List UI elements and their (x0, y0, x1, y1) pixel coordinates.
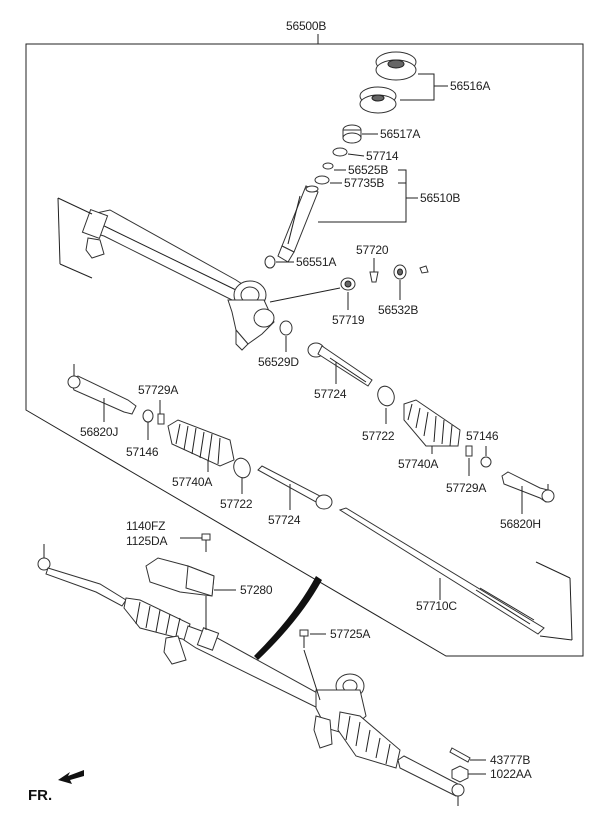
gear-assembly-lower (37, 544, 465, 806)
label-1140FZ: 1140FZ (126, 519, 165, 533)
part-56551A (264, 255, 294, 269)
label-56532B: 56532B (378, 303, 418, 317)
part-1140FZ-1125DA (180, 533, 211, 630)
label-57724-upper: 57724 (314, 387, 347, 401)
label-assembly: 56500B (286, 19, 326, 33)
part-57720 (369, 258, 379, 283)
label-57719: 57719 (332, 313, 365, 327)
label-1022AA: 1022AA (490, 767, 532, 781)
part-57725A (299, 629, 326, 701)
label-57740A-left: 57740A (172, 475, 212, 489)
part-57722-right (377, 385, 395, 424)
divider-arc (254, 576, 322, 660)
label-57729A-right: 57729A (446, 481, 486, 495)
label-57714: 57714 (366, 149, 399, 163)
label-56820H: 56820H (500, 517, 541, 531)
part-43777B-1022AA (449, 747, 486, 783)
label-57735B: 57735B (344, 176, 384, 190)
part-56525B-57735B (314, 162, 418, 223)
part-56820H (501, 471, 555, 514)
label-56516A: 56516A (450, 79, 490, 93)
label-57722-right: 57722 (362, 429, 395, 443)
part-56529D (279, 320, 293, 352)
part-56510B-pinion (277, 185, 319, 263)
part-57740A-right (403, 399, 461, 454)
part-56516A (359, 51, 448, 114)
label-1125DA: 1125DA (126, 534, 167, 548)
assembly-outline (25, 34, 584, 657)
part-57710C-rack (338, 507, 573, 641)
part-56820J (67, 364, 137, 422)
part-57146-left (142, 400, 165, 440)
part-56532B (393, 264, 429, 300)
label-43777B: 43777B (490, 753, 530, 767)
label-57146-left: 57146 (126, 445, 159, 459)
label-56510B: 56510B (420, 191, 460, 205)
label-57740A-right: 57740A (398, 457, 438, 471)
label-57280: 57280 (240, 583, 273, 597)
gear-housing-upper (57, 197, 275, 351)
label-56551A: 56551A (296, 255, 336, 269)
label-57710C: 57710C (416, 599, 457, 613)
part-57740A-left (167, 419, 235, 472)
label-57729A-left: 57729A (138, 383, 178, 397)
labels: 56500B 56516A 56517A 57714 56525B 57735B… (28, 19, 541, 804)
label-57722-left: 57722 (220, 497, 253, 511)
label-56529D: 56529D (258, 355, 299, 369)
part-56517A (342, 124, 378, 144)
label-56525B: 56525B (348, 163, 388, 177)
label-57146-right: 57146 (466, 429, 499, 443)
label-57725A: 57725A (330, 627, 370, 641)
part-57714 (332, 147, 365, 157)
label-57724-lower: 57724 (268, 513, 301, 527)
part-57724-upper (307, 342, 373, 387)
part-57722-left (233, 457, 251, 494)
part-57280-cover (145, 557, 236, 597)
part-57719 (269, 277, 356, 310)
label-56820J: 56820J (80, 425, 118, 439)
front-direction-arrow (58, 770, 84, 784)
part-57724-lower (257, 465, 333, 510)
label-fr: FR. (28, 787, 52, 804)
label-56517A: 56517A (380, 127, 420, 141)
label-57720: 57720 (356, 243, 389, 257)
part-57146-right (465, 445, 492, 476)
